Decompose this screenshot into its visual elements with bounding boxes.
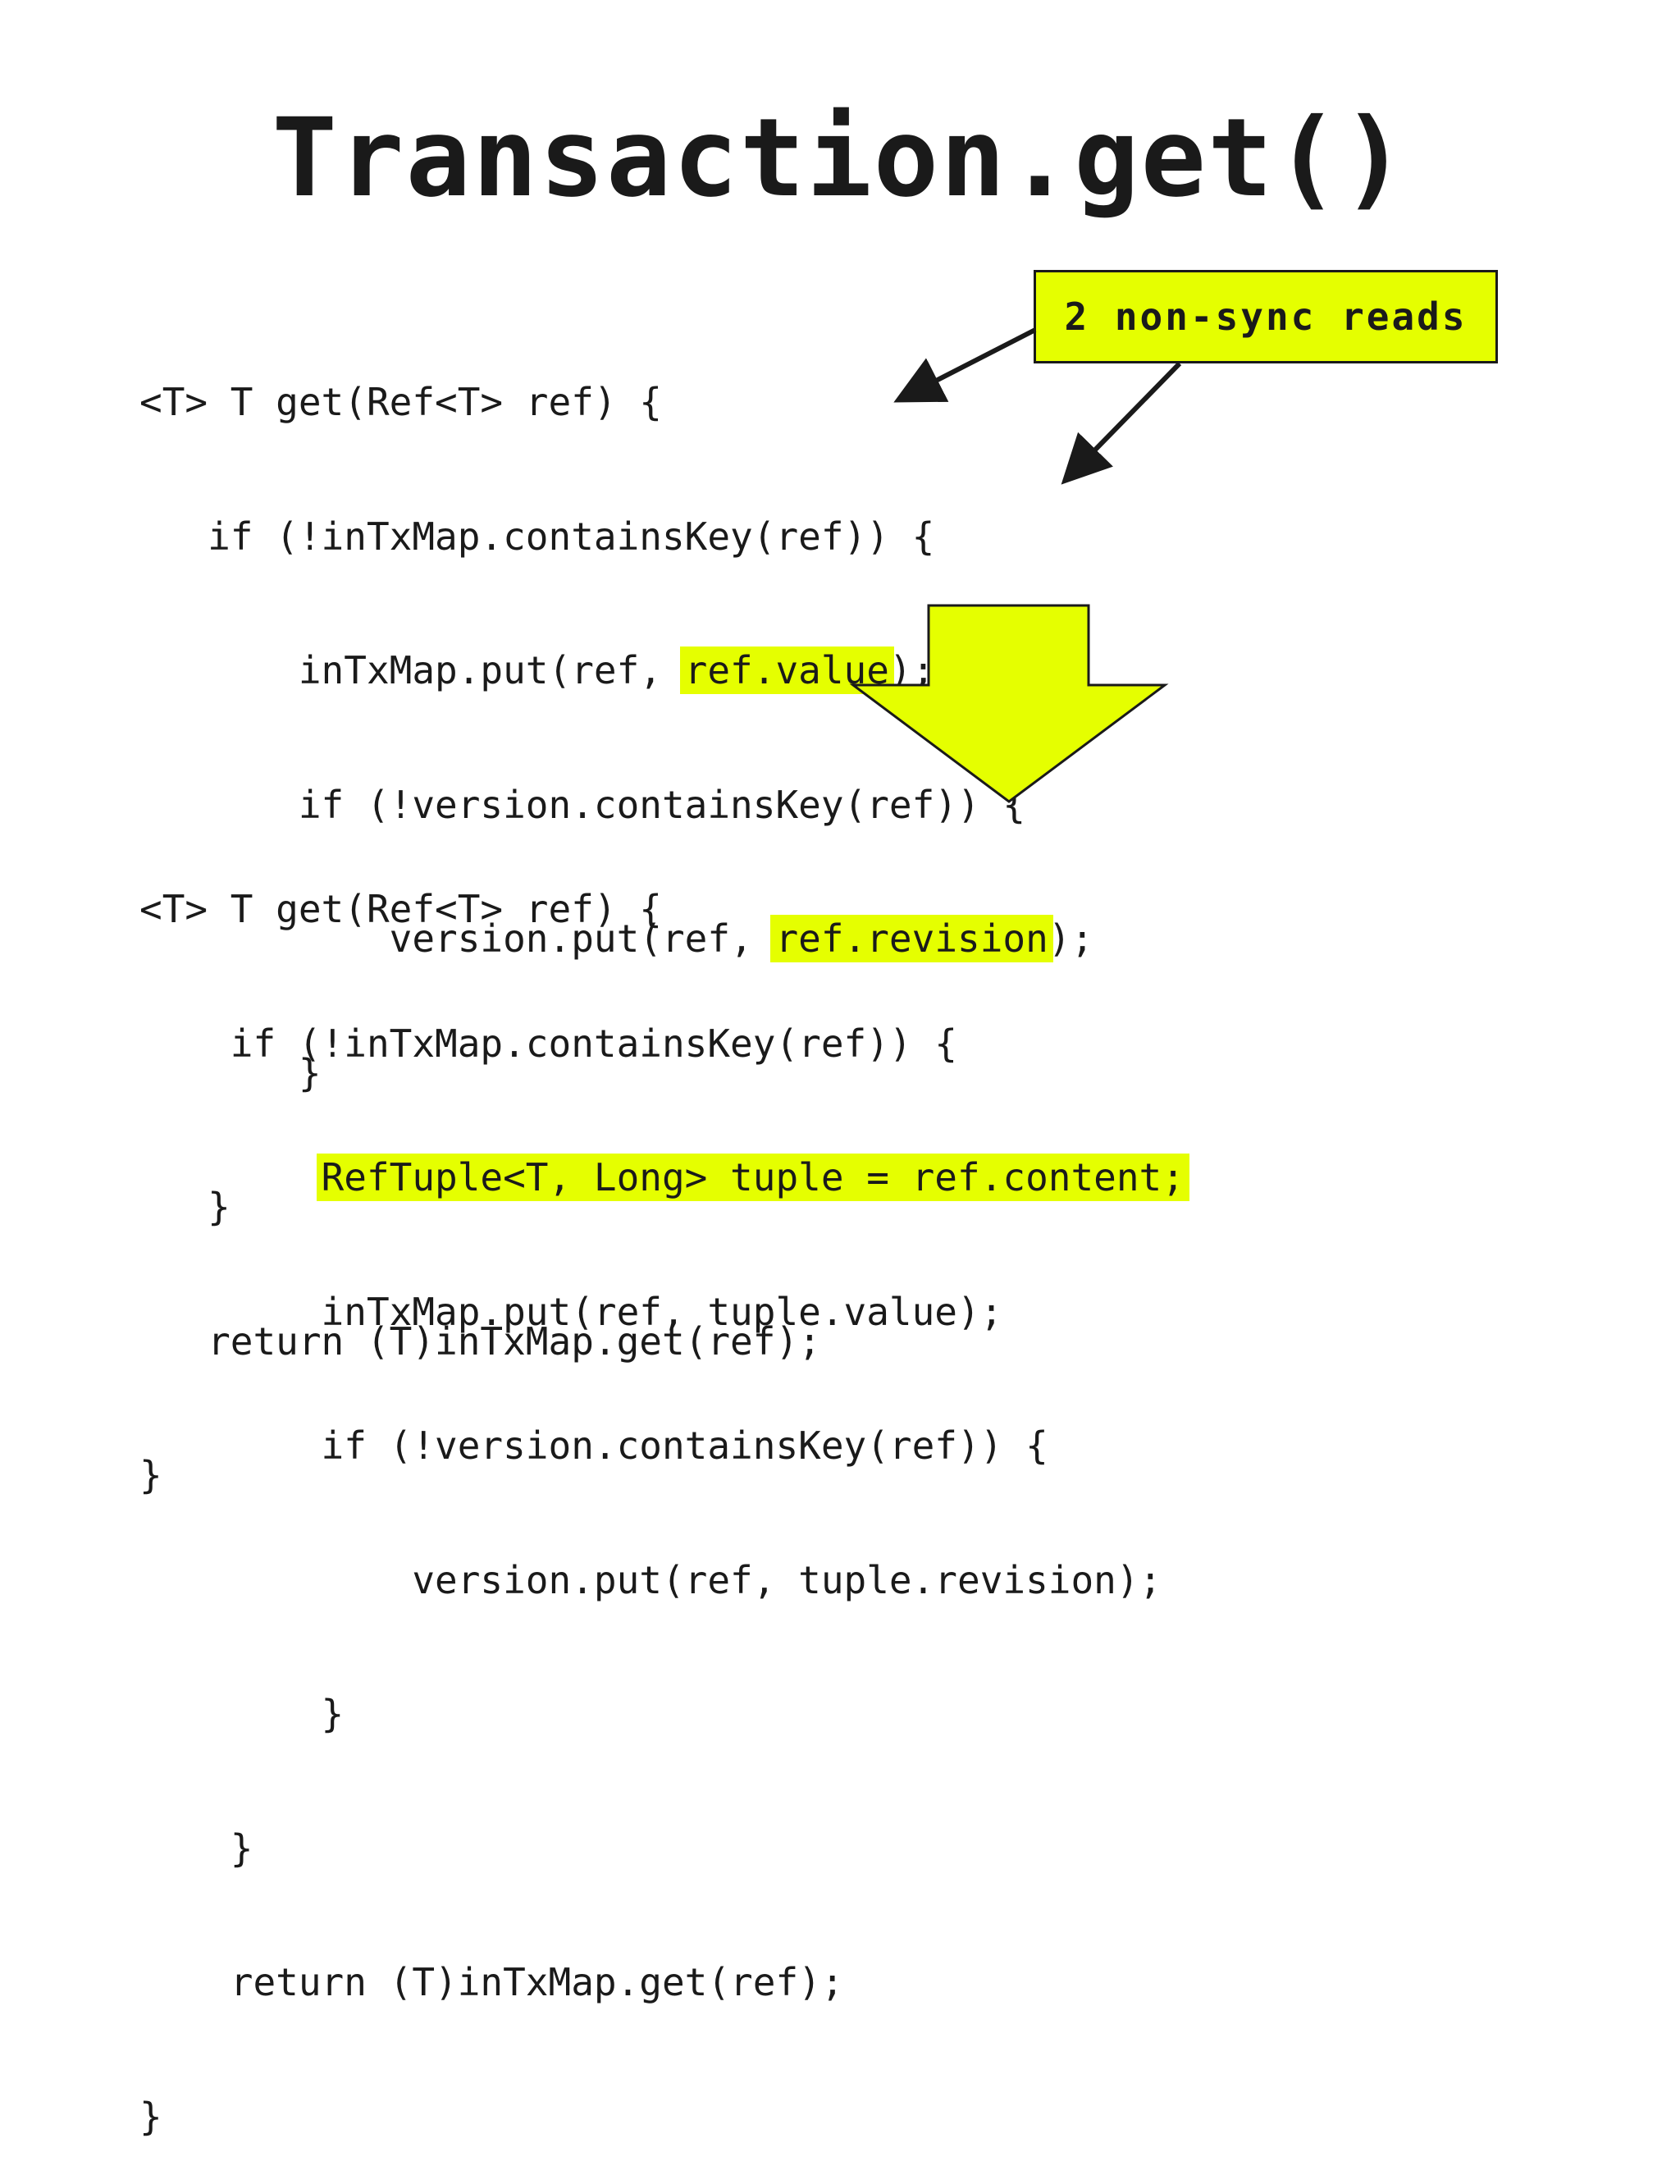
code-line: } [139, 2094, 162, 2139]
code-text: inTxMap.put(ref, [139, 648, 685, 692]
code-line: if (!version.containsKey(ref)) { [139, 1423, 1048, 1468]
code-line: if (!inTxMap.containsKey(ref)) { [139, 514, 935, 559]
code-line: } [139, 1692, 345, 1736]
code-line: inTxMap.put(ref, tuple.value); [139, 1289, 1003, 1334]
code-text: ); [1048, 916, 1094, 961]
code-text: ); [888, 648, 935, 692]
code-line: if (!inTxMap.containsKey(ref)) { [139, 1021, 957, 1066]
highlight-ref-revision: ref.revision [770, 915, 1053, 962]
code-line: RefTuple<T, Long> tuple = ref.content; [139, 1154, 1189, 1201]
callout-box: 2 non-sync reads [1034, 270, 1498, 363]
code-text: version.put(ref, [139, 916, 776, 961]
code-line: inTxMap.put(ref, ref.value); [139, 647, 1093, 694]
highlight-ref-value: ref.value [679, 647, 894, 694]
code-line: <T> T get(Ref<T> ref) { [139, 887, 662, 931]
highlight-ref-content: RefTuple<T, Long> tuple = ref.content; [316, 1154, 1189, 1201]
code-line: <T> T get(Ref<T> ref) { [139, 380, 662, 424]
code-line: version.put(ref, ref.revision); [139, 915, 1094, 962]
code-line: return (T)inTxMap.get(ref); [139, 1960, 844, 2004]
code-line: } [139, 1050, 322, 1095]
code-block-after: <T> T get(Ref<T> ref) { if (!inTxMap.con… [139, 797, 1189, 2184]
code-text [139, 1155, 322, 1199]
code-line: } [139, 1825, 253, 1871]
code-line: } [139, 1185, 231, 1229]
code-line: version.put(ref, tuple.revision); [139, 1557, 1162, 1602]
slide-title: Transaction.get() [272, 95, 1408, 222]
